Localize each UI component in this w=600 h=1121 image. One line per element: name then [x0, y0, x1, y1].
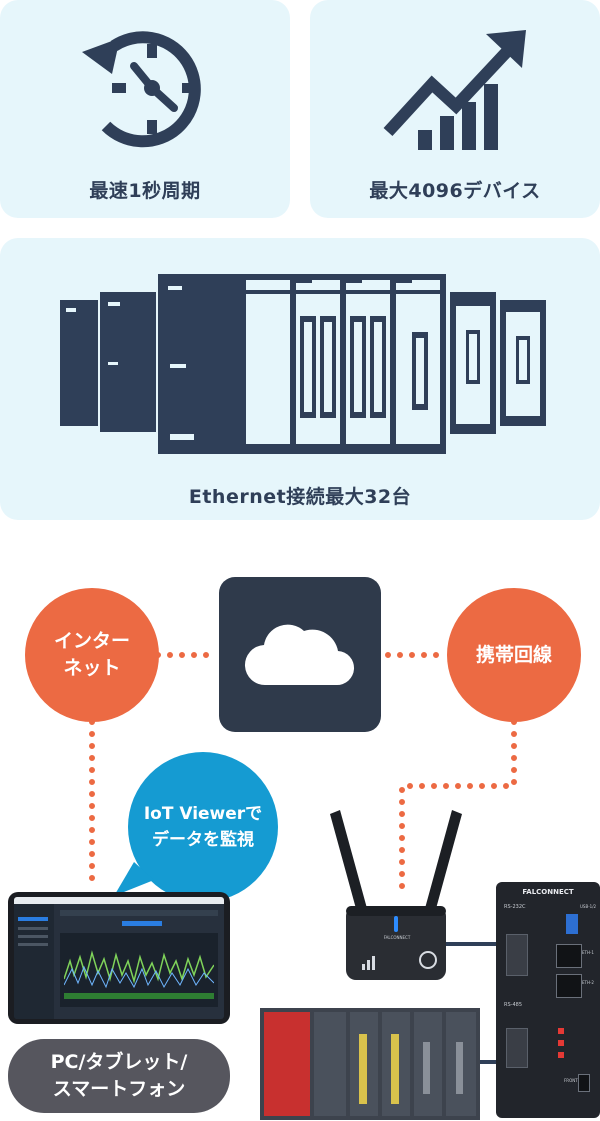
- front-usb-port: [578, 1074, 590, 1092]
- ethernet-port: [556, 974, 582, 998]
- bubble-tail-icon: [114, 862, 154, 896]
- ethernet-label: Ethernet接続最大32台: [188, 486, 412, 508]
- speed-label: 最速1秒周期: [89, 180, 201, 202]
- screen-sidebar-item: [18, 927, 48, 930]
- plc-rack-icon: [60, 274, 546, 454]
- plc-io-module: [350, 1012, 378, 1116]
- screen-sidebar-item: [18, 917, 48, 921]
- cloud-icon: [244, 624, 355, 686]
- plc-cpu-module: [314, 1012, 346, 1116]
- screen-chart: [60, 933, 218, 1007]
- port-usb: USB-1/2: [580, 904, 597, 909]
- port-rs232c: RS-232C: [504, 904, 526, 910]
- plc-io-module: [446, 1012, 476, 1116]
- port-front: FRONT: [564, 1078, 578, 1083]
- tablet-screen: [14, 897, 224, 1019]
- port-rs485: RS-485: [504, 1002, 522, 1008]
- screen-sidebar: [14, 904, 54, 1019]
- devices-card: 最大4096デバイス: [310, 0, 600, 218]
- io-terminal: [456, 1042, 463, 1094]
- plc-io-module: [382, 1012, 410, 1116]
- plc-cable: [480, 1060, 500, 1064]
- clients-label: PC/タブレット/ スマートフォン: [8, 1039, 230, 1113]
- rs232c-terminal: [506, 934, 528, 976]
- devices-label: 最大4096デバイス: [369, 180, 541, 202]
- ethernet-port: [556, 944, 582, 968]
- io-terminal: [359, 1034, 367, 1104]
- screen-sidebar-item: [18, 935, 48, 938]
- plc-power-module: [264, 1012, 310, 1116]
- io-terminal: [391, 1034, 399, 1104]
- iot-viewer-bubble: IoT Viewerで データを監視: [128, 752, 278, 902]
- screen-topbar: [14, 897, 224, 904]
- plc-rack: [260, 1008, 480, 1120]
- trend-chart-icon: [64, 950, 214, 999]
- status-led: [558, 1028, 564, 1034]
- gateway-brand: FALCONNECT: [522, 888, 574, 896]
- screen-tab: [122, 921, 162, 926]
- router-cable: [446, 942, 500, 946]
- ethernet-card: Ethernet接続最大32台: [0, 238, 600, 520]
- router-brand: FALCONNECT: [383, 935, 411, 940]
- port-eth2: ETH-2: [582, 980, 594, 985]
- screen-sidebar-item: [18, 943, 48, 946]
- clock-cycle-icon: [82, 31, 201, 148]
- cloud-server: [219, 577, 381, 732]
- tablet-device: [8, 892, 230, 1024]
- io-terminal: [423, 1042, 430, 1094]
- speed-card: 最速1秒周期: [0, 0, 290, 218]
- usb-port: [566, 914, 578, 934]
- status-led: [558, 1040, 564, 1046]
- rs485-terminal: [506, 1028, 528, 1068]
- mobile-network-node: 携帯回線: [447, 588, 581, 722]
- status-led: [558, 1052, 564, 1058]
- internet-node: インター ネット: [25, 588, 159, 722]
- falconnect-gateway: FALCONNECT RS-232C USB-1/2 ETH-1 ETH-2 R…: [496, 882, 600, 1118]
- growth-chart-icon: [383, 30, 526, 150]
- lte-router: [330, 810, 462, 980]
- screen-toolbar: [60, 910, 218, 916]
- port-eth1: ETH-1: [582, 950, 594, 955]
- plc-io-module: [414, 1012, 442, 1116]
